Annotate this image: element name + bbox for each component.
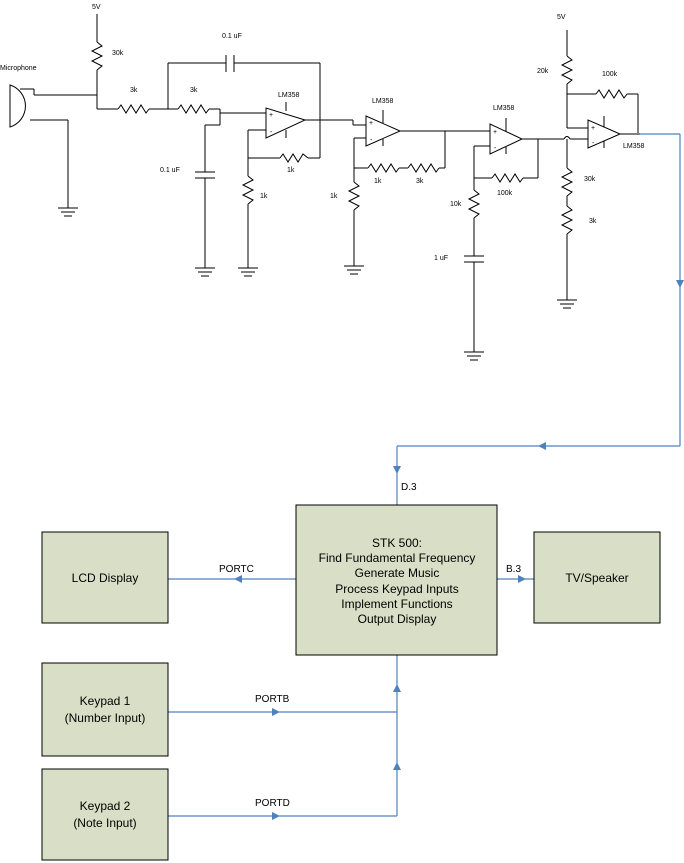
supply-5v-right-label: 5V <box>557 14 566 21</box>
resistor-1k-fb2-label: 1k <box>374 178 382 185</box>
keypad1-line-2: (Number Input) <box>65 711 146 725</box>
svg-text:-: - <box>494 145 497 152</box>
resistor-30k-top-label: 30k <box>112 50 124 57</box>
resistor-10k-label: 10k <box>450 201 462 208</box>
port-b3-label: B.3 <box>506 564 521 575</box>
resistor-100k-fb3-label: 100k <box>497 190 513 197</box>
svg-text:-: - <box>370 137 373 144</box>
opamp-3: + - <box>489 118 524 155</box>
resistor-1k-gnd1-label: 1k <box>260 193 268 200</box>
opamp-2-label: LM358 <box>372 98 394 105</box>
opamp-1-label: LM358 <box>278 92 300 99</box>
opamp-4: + - <box>587 116 622 149</box>
lcd-label: LCD Display <box>72 571 139 585</box>
microphone-label: Microphone <box>0 65 37 72</box>
keypad1-line-1: Keypad 1 <box>80 694 131 708</box>
stk500-block: STK 500: Find Fundamental Frequency Gene… <box>295 504 498 656</box>
keypad-1-block: Keypad 1 (Number Input) <box>41 662 169 757</box>
svg-text:-: - <box>270 129 273 136</box>
resistor-30k-div-label: 30k <box>584 176 596 183</box>
tv-label: TV/Speaker <box>565 571 628 585</box>
lcd-display-block: LCD Display <box>41 531 169 624</box>
analog-front-end: Microphone 5V 30k 3k 3k 0.1 uF <box>0 4 645 361</box>
opamp-3-label: LM358 <box>493 105 515 112</box>
opamp-1: + - <box>265 102 307 139</box>
signal-connectors <box>168 133 684 820</box>
opamp-4-label: LM358 <box>623 143 645 150</box>
svg-text:+: + <box>591 125 595 132</box>
stk-line-3: Generate Music <box>355 566 440 580</box>
resistor-1k-gnd2-label: 1k <box>330 193 338 200</box>
stk-line-4: Process Keypad Inputs <box>335 582 458 596</box>
tv-speaker-block: TV/Speaker <box>533 531 661 624</box>
port-portc-label: PORTC <box>219 564 254 575</box>
supply-5v-left-label: 5V <box>92 4 101 11</box>
resistor-1k-fb1-label: 1k <box>287 167 295 174</box>
resistor-20k-label: 20k <box>537 68 549 75</box>
resistor-3k-div-label: 3k <box>589 218 597 225</box>
port-portd-label: PORTD <box>255 798 290 809</box>
stk-line-1: STK 500: <box>372 536 422 550</box>
stk-line-5: Implement Functions <box>341 597 452 611</box>
microphone-symbol <box>9 84 97 217</box>
stk-line-2: Find Fundamental Frequency <box>319 551 476 565</box>
svg-text:+: + <box>369 120 373 127</box>
svg-text:+: + <box>269 112 273 119</box>
capacitor-left-label: 0.1 uF <box>160 167 180 174</box>
keypad-2-block: Keypad 2 (Note Input) <box>41 768 169 861</box>
keypad2-line-2: (Note Input) <box>73 816 136 830</box>
resistor-100k-fb4-label: 100k <box>602 71 618 78</box>
port-portb-label: PORTB <box>255 694 290 705</box>
resistor-3k-b-label: 3k <box>190 87 198 94</box>
resistor-3k-fb2-label: 3k <box>416 178 424 185</box>
opamp-2: + - <box>365 110 402 147</box>
port-d3-label: D.3 <box>401 482 417 493</box>
stk-line-6: Output Display <box>358 612 437 626</box>
capacitor-1uf-label: 1 uF <box>434 255 448 262</box>
svg-text:-: - <box>592 140 595 147</box>
capacitor-top-label: 0.1 uF <box>222 33 242 40</box>
resistor-3k-a-label: 3k <box>130 87 138 94</box>
keypad2-line-1: Keypad 2 <box>80 799 131 813</box>
svg-text:+: + <box>493 129 497 136</box>
